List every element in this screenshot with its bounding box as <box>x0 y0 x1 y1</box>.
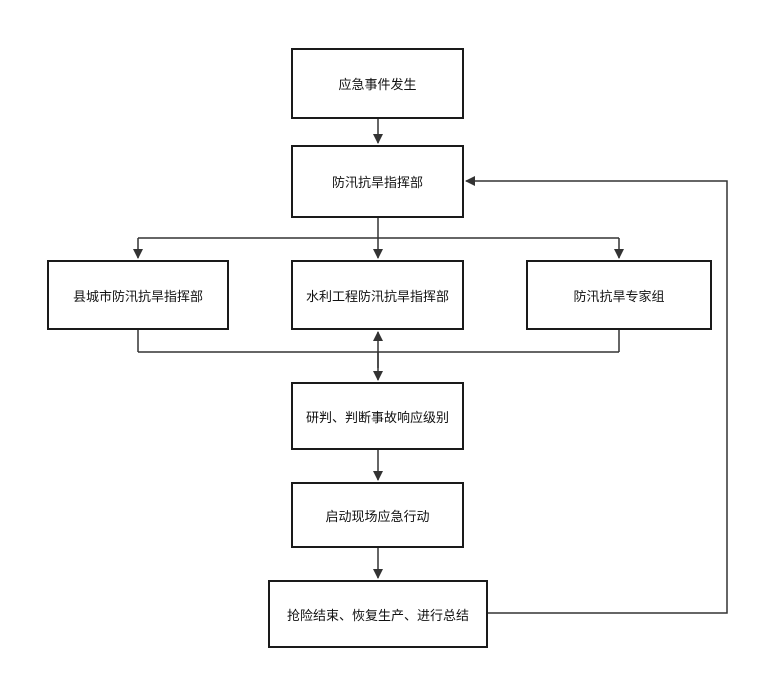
node-water-project-hq: 水利工程防汛抗旱指挥部 <box>291 260 464 330</box>
node-county-hq: 县城市防汛抗旱指挥部 <box>47 260 229 330</box>
node-emergency-event: 应急事件发生 <box>291 48 464 119</box>
node-flood-drought-hq-label: 防汛抗旱指挥部 <box>331 176 423 191</box>
node-finish-recover-summary-label: 抢险结束、恢复生产、进行总结 <box>286 608 469 624</box>
node-expert-group-label: 防汛抗旱专家组 <box>573 289 665 305</box>
node-county-hq-label: 县城市防汛抗旱指挥部 <box>72 289 203 305</box>
feedback-loop-arrow <box>465 176 728 614</box>
node-water-project-hq-label: 水利工程防汛抗旱指挥部 <box>305 289 449 305</box>
node-launch-onsite-action: 启动现场应急行动 <box>291 482 464 548</box>
node-flood-drought-hq: 防汛抗旱指挥部 <box>291 145 464 218</box>
node-emergency-event-label: 应急事件发生 <box>338 78 417 93</box>
node-launch-onsite-action-label: 启动现场应急行动 <box>325 509 430 525</box>
node-finish-recover-summary: 抢险结束、恢复生产、进行总结 <box>268 580 488 648</box>
node-assess-response-level: 研判、判断事故响应级别 <box>291 382 464 450</box>
node-expert-group: 防汛抗旱专家组 <box>526 260 712 330</box>
node-assess-response-level-label: 研判、判断事故响应级别 <box>305 410 449 426</box>
